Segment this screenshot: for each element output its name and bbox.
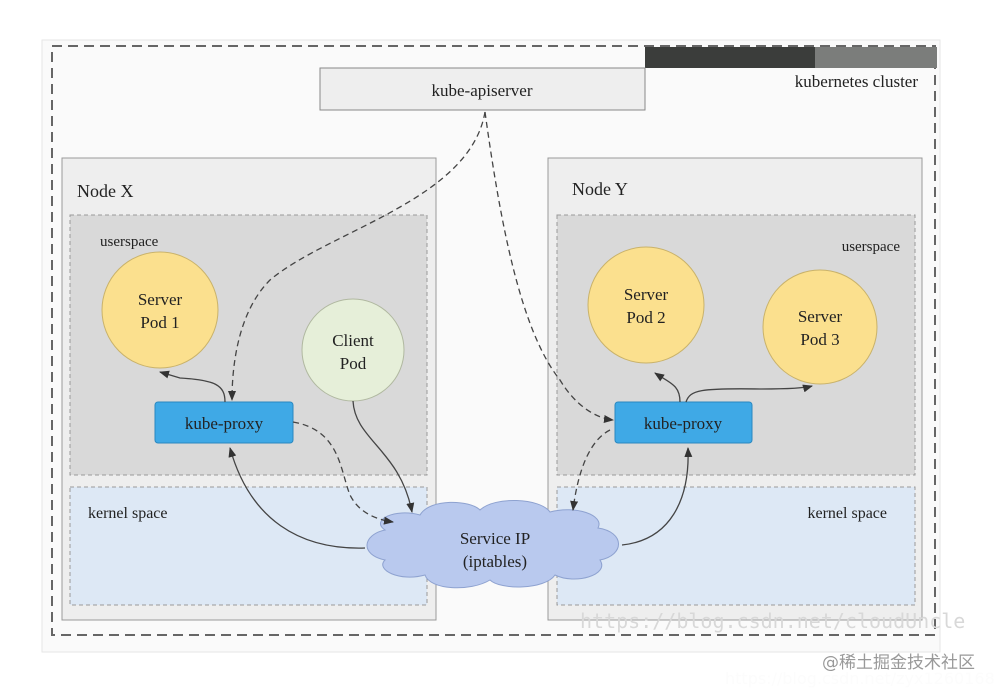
proxy-x-to-service-arrow xyxy=(292,421,394,525)
server-pod-2 xyxy=(587,246,705,364)
service-ip-label: Service IP xyxy=(460,529,530,548)
apiserver-to-proxy-y-arrow xyxy=(484,111,614,423)
server-pod-1 xyxy=(101,251,219,369)
server-pod-3-label-2: Pod 3 xyxy=(800,330,839,349)
node-x-userspace-label: userspace xyxy=(100,234,159,250)
service-to-proxy-x-arrow xyxy=(228,447,366,549)
client-pod-label-2: Pod xyxy=(340,354,367,373)
node-x-label: Node X xyxy=(77,181,134,201)
kube-apiserver-label: kube-apiserver xyxy=(431,81,532,100)
node-y-label: Node Y xyxy=(572,179,628,199)
apiserver-to-proxy-x-arrow xyxy=(228,111,486,401)
server-pod-2-label-2: Pod 2 xyxy=(626,308,665,327)
client-pod xyxy=(301,298,405,402)
cluster-label: kubernetes cluster xyxy=(795,72,919,91)
title-bar-gray xyxy=(815,47,937,68)
service-ip-sublabel: (iptables) xyxy=(463,552,527,571)
kube-apiserver-box xyxy=(319,67,646,111)
server-pod-3 xyxy=(762,269,878,385)
client-to-service-arrow xyxy=(352,400,415,513)
service-to-proxy-y-arrow xyxy=(621,447,693,546)
service-ip-cloud: Service IP (iptables) xyxy=(366,500,619,589)
watermark-csdn-2: https://blog.csdn.net/zyx1260168 xyxy=(725,669,994,688)
connection-arrows xyxy=(159,111,813,549)
node-y: Node Y userspace kernel space Server Pod… xyxy=(547,157,923,621)
server-pod-1-label: Server xyxy=(138,290,183,309)
proxy-y-to-pod2-arrow xyxy=(654,372,681,403)
server-pod-1-label-2: Pod 1 xyxy=(140,313,179,332)
kube-proxy-x-label: kube-proxy xyxy=(185,414,264,433)
server-pod-3-label: Server xyxy=(798,307,843,326)
cluster-boundary xyxy=(51,45,936,636)
node-y-kernel-label: kernel space xyxy=(807,505,887,522)
watermark-juejin: @稀土掘金技术社区 xyxy=(822,653,975,673)
proxy-y-to-pod3-arrow xyxy=(685,384,813,403)
proxy-x-to-pod1-arrow xyxy=(159,370,226,403)
kube-proxy-y-label: kube-proxy xyxy=(644,414,723,433)
kube-proxy-y xyxy=(614,401,753,444)
title-bar-dark xyxy=(645,47,815,68)
node-x-kernel-label: kernel space xyxy=(88,505,168,522)
watermark-csdn: https://blog.csdn.net/cloudUncle xyxy=(580,609,965,633)
server-pod-2-label: Server xyxy=(624,285,669,304)
client-pod-label: Client xyxy=(332,331,374,350)
node-y-userspace-label: userspace xyxy=(842,239,901,255)
